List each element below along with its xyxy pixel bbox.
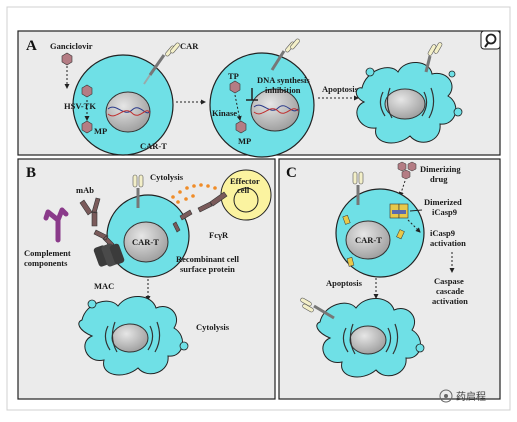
tp-label: TP	[228, 71, 239, 81]
panel-c: C Dimerizing drug CAR-T Dimerized	[278, 158, 501, 400]
recombinant-protein-icon	[172, 209, 193, 233]
magnifier-icon[interactable]	[480, 30, 501, 50]
watermark: 药启程	[439, 389, 486, 403]
er-fragments-b	[104, 321, 161, 353]
dna-synthesis-label: DNA synthesis	[257, 75, 310, 85]
icasp9-act-label-1: iCasp9	[430, 228, 455, 238]
fcgr-label: FcγR	[209, 230, 229, 240]
tp-hex-icon	[229, 80, 241, 94]
caspase-label-3: activation	[432, 296, 468, 306]
mac-complex-icon	[93, 243, 125, 267]
fragmented-nucleus-a	[384, 88, 426, 120]
mab-antibody-icon	[79, 197, 101, 227]
dna-a-left	[107, 106, 151, 114]
car-receptor-icon	[143, 42, 180, 85]
nucleus-c	[345, 220, 391, 260]
dimerized-label-1: Dimerized	[424, 197, 462, 207]
dimerizing-drug-icon	[397, 161, 417, 180]
cytolysis-bottom-label: Cytolysis	[196, 322, 230, 332]
dimerized-pointer	[409, 209, 423, 212]
panel-c-letter: C	[286, 165, 297, 181]
complement-label-2: components	[24, 258, 68, 268]
car-receptor-icon-mid	[270, 38, 300, 71]
dna-a-mid-2	[253, 108, 299, 115]
watermark-text: 药启程	[456, 390, 486, 403]
dna-a-left-2	[107, 110, 151, 117]
panel-b-letter: B	[26, 165, 36, 181]
arrow-icasp9	[407, 219, 421, 233]
apoptotic-body	[179, 341, 189, 351]
recombinant-label-1: Recombinant cell	[176, 254, 240, 264]
mp-hex-icon-left	[81, 120, 93, 134]
ganciclovir-label: Ganciclovir	[50, 41, 93, 51]
effector-label: Effector	[230, 176, 260, 186]
dimerizing-label-1: Dimerizing	[420, 164, 461, 174]
icasp9-dimer-icon	[389, 203, 409, 219]
apoptotic-body	[415, 343, 425, 353]
fcgr-receptor-icon	[197, 191, 228, 213]
kinase-label: Kinase	[212, 108, 237, 118]
apoptosis-label-a: Apoptosis	[322, 84, 359, 94]
mp-label-left: MP	[94, 126, 107, 136]
cart-label-c: CAR-T	[355, 235, 382, 245]
car-label-a: CAR	[180, 41, 199, 51]
prodrug-hex-icon	[81, 84, 93, 98]
fragmented-nucleus-b	[111, 323, 149, 353]
nucleus-b	[123, 221, 169, 263]
car-receptor-icon-c-bottom	[300, 297, 335, 320]
dimerized-label-2: iCasp9	[432, 207, 457, 217]
apoptotic-body	[87, 299, 97, 309]
effector-nucleus	[233, 187, 259, 213]
panel-a: A CAR Ganciclovir HSV-TK MP CAR-T	[17, 30, 501, 158]
car-receptor-icon-apoptotic	[424, 42, 443, 73]
complement-label-1: Complement	[24, 248, 71, 258]
cart-label-a: CAR-T	[140, 141, 167, 151]
arrow-drug	[398, 180, 406, 197]
er-fragments-c	[342, 323, 399, 355]
panel-a-letter: A	[26, 38, 37, 54]
mac-label: MAC	[94, 281, 114, 291]
icasp9-act-label-2: activation	[430, 238, 466, 248]
caspase-label-2: cascade	[436, 286, 464, 296]
icasp9-monomer-icon	[342, 214, 405, 267]
mp-label-mid: MP	[238, 136, 251, 146]
hsv-tk-label: HSV-TK	[64, 101, 96, 111]
caspase-label-1: Caspase	[434, 276, 464, 286]
cell-label: cell	[237, 185, 250, 195]
car-receptor-icon-b	[132, 174, 144, 208]
cytolysis-top-label: Cytolysis	[150, 172, 184, 182]
apoptotic-body	[448, 70, 456, 78]
fragmented-nucleus-c	[349, 325, 387, 355]
apoptosis-label-c: Apoptosis	[326, 278, 363, 288]
mab-label: mAb	[76, 185, 94, 195]
car-receptor-icon-c	[352, 171, 364, 205]
recombinant-label-2: surface protein	[180, 264, 235, 274]
panel-b: B Cytolysis Effector cell CAR-T FcγR Rec…	[17, 158, 276, 400]
arrow-kinase	[234, 94, 242, 121]
complement-icon	[43, 207, 69, 243]
cart-label-b: CAR-T	[132, 237, 159, 247]
apoptotic-body	[365, 67, 375, 77]
dimerizing-label-2: drug	[430, 174, 448, 184]
ganciclovir-hex-icon	[61, 52, 73, 66]
mp-hex-icon-mid	[235, 120, 247, 134]
er-fragments-a	[379, 87, 435, 119]
inhibition-label: inhibition	[265, 85, 301, 95]
cytokine-dots	[171, 183, 217, 204]
apoptotic-body	[453, 107, 463, 117]
dna-a-mid	[253, 104, 299, 112]
